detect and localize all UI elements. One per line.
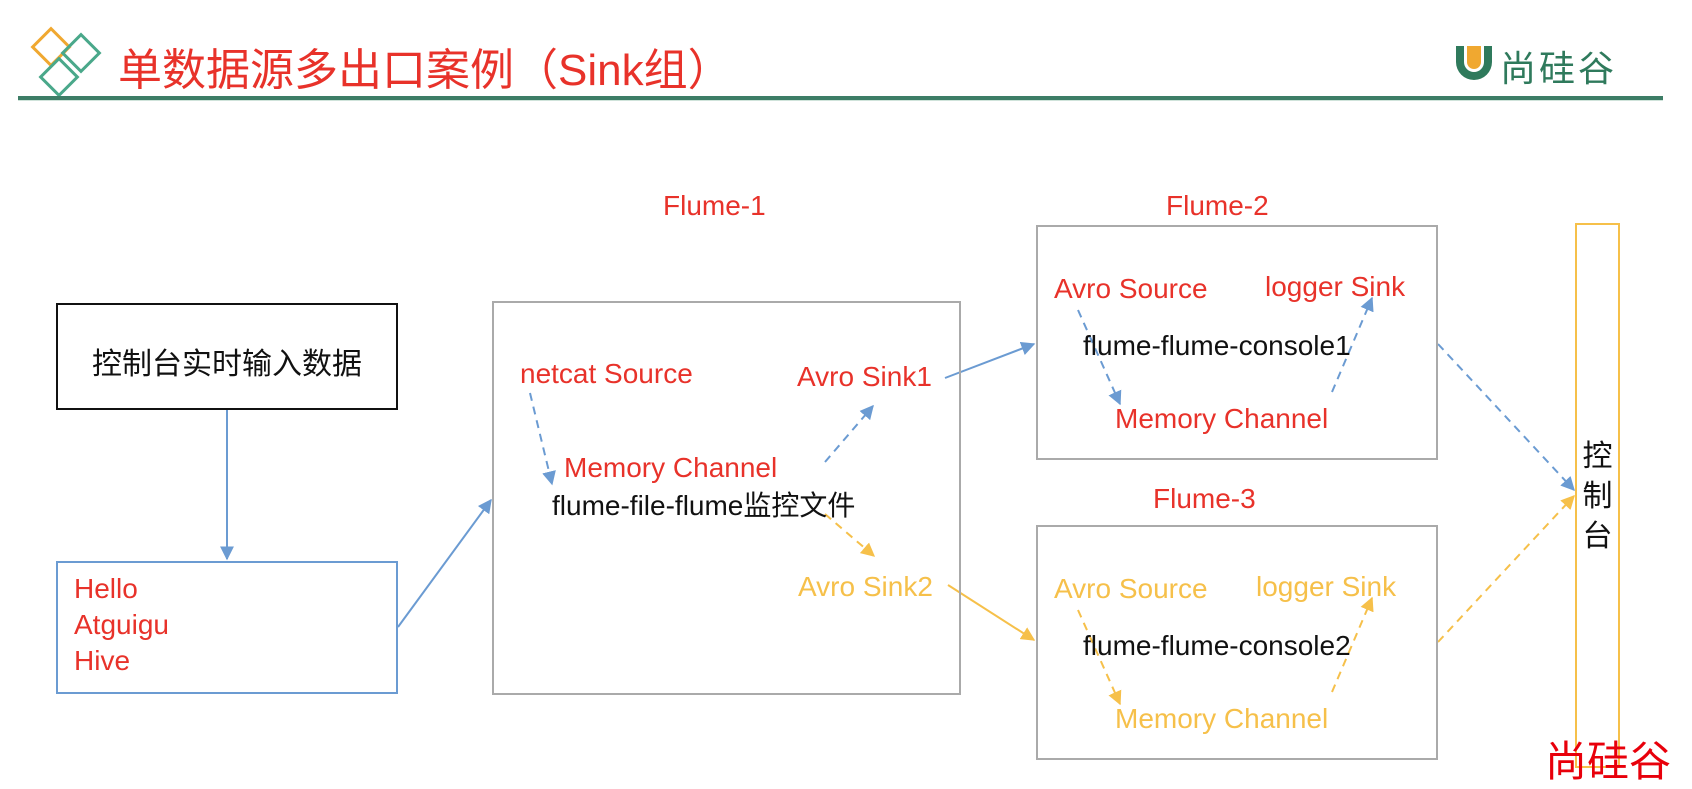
header-rule: [18, 96, 1663, 100]
console-char: 制: [1582, 479, 1613, 514]
data-line: Hive: [74, 645, 131, 676]
flume2-label: Flume-2: [1166, 190, 1269, 221]
data-line: Hello: [74, 573, 138, 604]
data-line: Atguigu: [74, 609, 169, 640]
console-input-box: 控制台实时输入数据: [56, 303, 398, 410]
flume2-memory-channel: Memory Channel: [1115, 403, 1329, 434]
flume3-description: flume-flume-console2: [1083, 630, 1351, 661]
arrow-channel-to-sink2: [824, 513, 876, 557]
arrow-sink2-to-flume3: [947, 584, 1036, 641]
flume3-avro-source: Avro Source: [1054, 573, 1208, 604]
flume1-memory-channel: Memory Channel: [564, 452, 778, 483]
flume1-avro-sink2: Avro Sink2: [798, 571, 933, 602]
flume2-agent-box: [1036, 225, 1438, 460]
arrow-f3-source-to-channel: [1077, 609, 1122, 706]
header-rule-highlight: [18, 100, 1663, 101]
arrow-netcat-to-channel: [529, 392, 556, 486]
arrow-f3-channel-to-sink: [1331, 596, 1374, 693]
sample-data-box: Hello Atguigu Hive: [56, 561, 398, 694]
flume2-logger-sink: logger Sink: [1265, 271, 1406, 302]
arrow-flume2-to-console: [1437, 343, 1575, 492]
console-output-label: 控 制 台: [1577, 437, 1618, 557]
u-logo-icon: [1456, 46, 1492, 80]
arrow-f2-source-to-channel: [1077, 309, 1122, 406]
console-input-label: 控制台实时输入数据: [92, 347, 362, 382]
flume2-avro-source: Avro Source: [1054, 273, 1208, 304]
flume2-description: flume-flume-console1: [1083, 330, 1351, 361]
brand-logo-text: 尚硅谷: [1500, 49, 1618, 90]
flume1-agent-box: [492, 301, 961, 695]
flume1-label: Flume-1: [663, 190, 766, 221]
console-char: 控: [1582, 439, 1613, 474]
arrow-data-to-flume1: [397, 498, 492, 628]
flume1-description: flume-file-flume监控文件: [552, 490, 856, 521]
arrow-flume3-to-console: [1437, 494, 1575, 643]
flume1-netcat-source: netcat Source: [520, 358, 693, 389]
diamonds-logo-icon: [30, 26, 102, 98]
arrow-channel-to-sink1: [824, 404, 874, 463]
console-output-box: 控 制 台: [1575, 223, 1620, 768]
flume3-memory-channel: Memory Channel: [1115, 703, 1329, 734]
flume3-logger-sink: logger Sink: [1256, 571, 1397, 602]
flume1-avro-sink1: Avro Sink1: [797, 361, 932, 392]
flume3-agent-box: [1036, 525, 1438, 760]
arrow-f2-channel-to-sink: [1331, 296, 1374, 393]
watermark: 尚硅谷: [1545, 737, 1672, 786]
page-title: 单数据源多出口案例（Sink组）: [118, 46, 732, 95]
flume3-label: Flume-3: [1153, 483, 1256, 514]
console-char: 台: [1582, 519, 1613, 554]
